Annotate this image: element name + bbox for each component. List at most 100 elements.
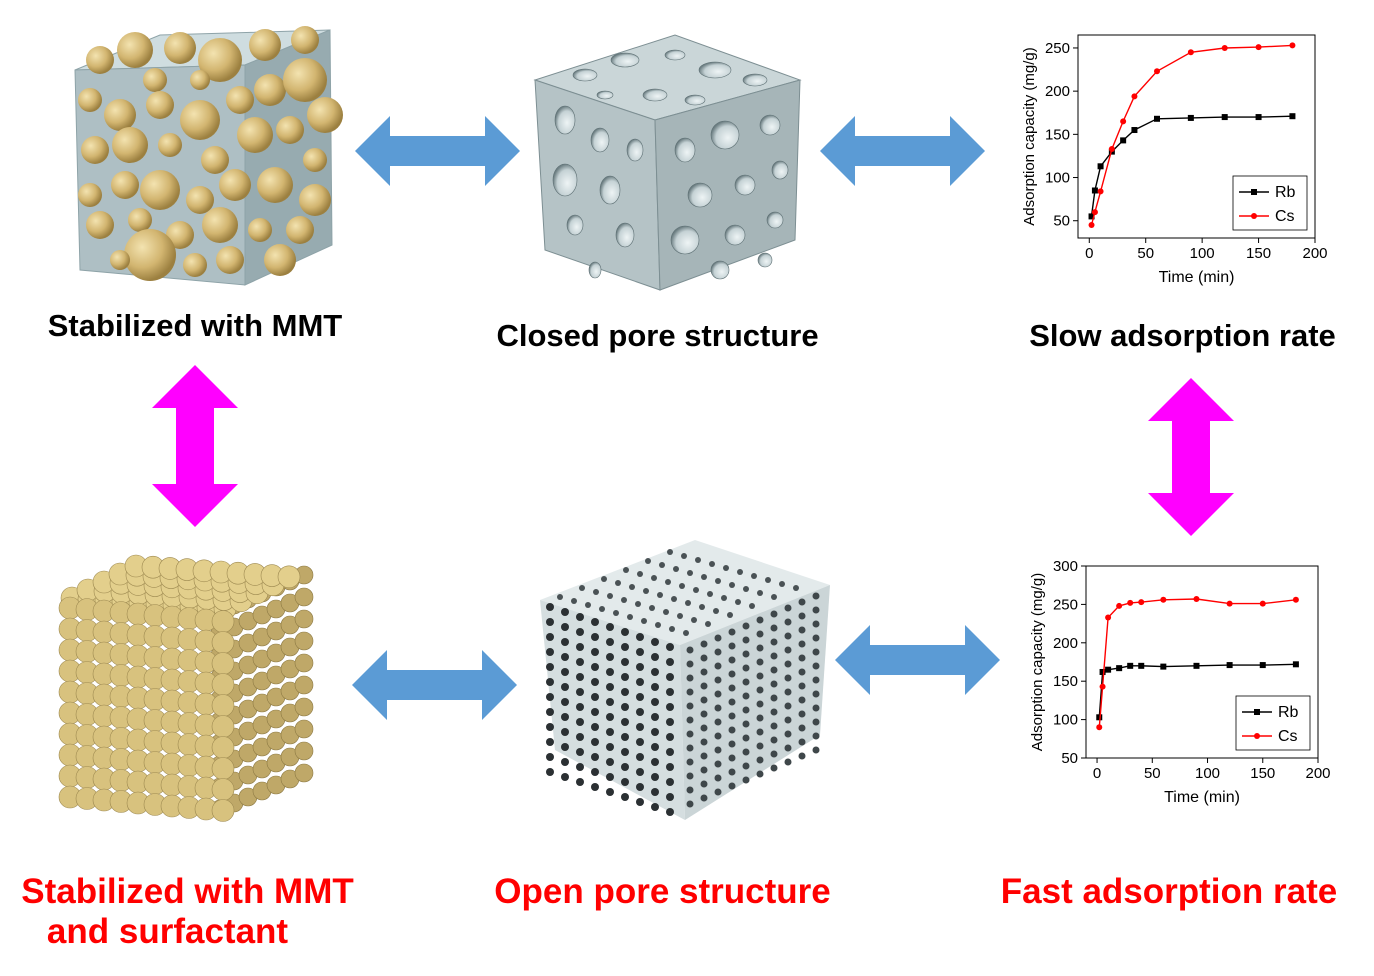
pore-hole <box>636 738 644 746</box>
pore-hole <box>561 698 569 706</box>
pore-hole <box>701 574 707 580</box>
pore-hole <box>686 716 694 724</box>
pore-hole <box>812 690 820 698</box>
pore-hole <box>579 585 585 591</box>
pore-hole <box>700 696 708 704</box>
pore-hole <box>784 744 792 752</box>
y-tick-label: 200 <box>1053 635 1078 652</box>
gold-sphere <box>248 218 272 242</box>
gold-sphere <box>110 250 130 270</box>
pore-hole <box>576 718 584 726</box>
gold-sphere <box>211 631 235 654</box>
pore <box>599 175 621 205</box>
pore-hole <box>798 612 806 620</box>
pore-hole <box>651 803 659 811</box>
gold-sphere <box>202 207 238 243</box>
pore-hole <box>686 772 694 780</box>
y-tick-label: 150 <box>1045 126 1070 143</box>
pore-hole <box>700 724 708 732</box>
pore-hole <box>606 758 614 766</box>
pore-hole <box>784 604 792 612</box>
pore-hole <box>737 569 743 575</box>
pore-hole <box>599 606 605 612</box>
pore-hole <box>700 794 708 802</box>
data-point-cs <box>1096 724 1103 731</box>
pore-hole <box>742 678 750 686</box>
gold-sphere <box>299 184 331 216</box>
pore-hole <box>770 638 778 646</box>
pore-hole <box>812 648 820 656</box>
data-point-cs <box>1193 596 1200 603</box>
data-point-rb <box>1096 714 1103 721</box>
y-tick-label: 50 <box>1061 750 1078 767</box>
data-point-cs <box>1221 44 1228 51</box>
gold-sphere <box>183 253 207 277</box>
pore-hole <box>700 752 708 760</box>
pore-hole <box>546 618 554 626</box>
data-point-cs <box>1255 44 1262 51</box>
gold-sphere <box>198 38 242 82</box>
data-point-cs <box>1226 600 1233 607</box>
pore-hole <box>561 743 569 751</box>
pore-hole <box>700 780 708 788</box>
double-arrow-magenta-right <box>1148 378 1234 536</box>
pore-hole <box>621 658 629 666</box>
pore-hole <box>756 728 764 736</box>
pore-hole <box>700 640 708 648</box>
plot-frame <box>1077 34 1316 239</box>
pore-hole <box>585 602 591 608</box>
pore-hole <box>742 776 750 784</box>
pore-hole <box>606 788 614 796</box>
pore-hole <box>779 581 785 587</box>
data-point-cs <box>1138 599 1145 606</box>
data-point-rb <box>1259 662 1266 669</box>
pore-hole <box>673 566 679 572</box>
data-point-cs <box>1131 93 1138 100</box>
data-point-rb <box>1099 668 1106 675</box>
pore-hole <box>798 724 806 732</box>
pore-hole <box>714 648 722 656</box>
x-tick-label: 0 <box>1093 765 1101 782</box>
data-point-rb <box>1193 662 1200 669</box>
data-point-cs <box>1120 118 1127 125</box>
data-point-rb <box>1127 662 1134 669</box>
pore-hole <box>727 612 733 618</box>
double-arrow-blue-bottom-right <box>835 625 1000 695</box>
pore-hole <box>546 603 554 611</box>
pore-hole <box>742 692 750 700</box>
pore-hole <box>812 676 820 684</box>
pore-hole <box>651 668 659 676</box>
pore <box>771 160 789 180</box>
pore-hole <box>637 571 643 577</box>
double-arrow-magenta-left <box>152 365 238 527</box>
pore <box>610 52 640 68</box>
double-arrow-blue-top-left <box>355 116 520 186</box>
pore-hole <box>784 632 792 640</box>
pore-hole <box>606 668 614 676</box>
label-line-2: and surfactant <box>46 912 289 951</box>
pore-hole <box>714 732 722 740</box>
gold-sphere <box>254 74 286 106</box>
pore-hole <box>812 606 820 614</box>
pore-hole <box>798 752 806 760</box>
pore <box>757 252 773 268</box>
pore-hole <box>557 594 563 600</box>
pore-hole <box>576 628 584 636</box>
y-tick-label: 300 <box>1053 558 1078 575</box>
x-tick-label: 50 <box>1137 245 1154 262</box>
pore <box>724 224 746 246</box>
label-open-pore-structure: Open pore structure <box>494 872 831 911</box>
x-tick-label: 200 <box>1302 245 1327 262</box>
pore-hole <box>686 674 694 682</box>
pore-hole <box>784 730 792 738</box>
pore-hole <box>621 628 629 636</box>
gold-sphere <box>211 694 235 717</box>
gold-sphere <box>291 26 319 54</box>
pore-hole <box>714 746 722 754</box>
gold-sphere <box>78 88 102 112</box>
pore-hole <box>561 623 569 631</box>
pore-hole <box>784 688 792 696</box>
surfactant-packed-cube <box>58 554 314 822</box>
mmt-stabilized-cube <box>74 26 343 286</box>
pore-hole <box>636 708 644 716</box>
